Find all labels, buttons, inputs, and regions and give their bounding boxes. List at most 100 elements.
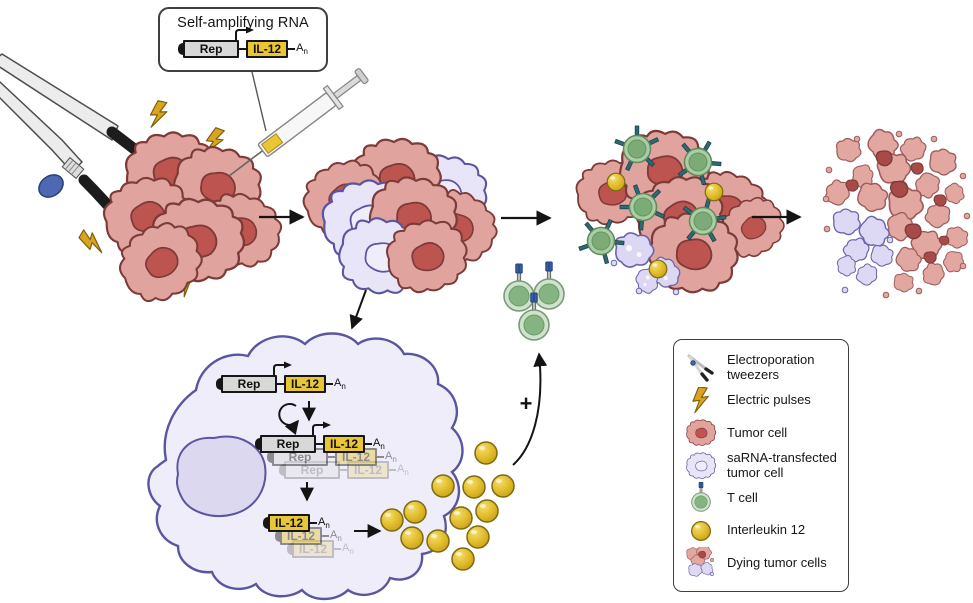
linker — [377, 456, 384, 458]
il12-molecule — [462, 475, 486, 499]
linker — [277, 383, 284, 385]
electric-pulse-icon — [75, 227, 109, 256]
nucleus-fragment — [923, 251, 937, 264]
il12-transcript: IL-12 An — [263, 514, 330, 532]
il12-molecule — [491, 474, 515, 498]
il12-molecule — [704, 182, 724, 202]
electric-pulse-icon — [684, 385, 718, 417]
arrow-zoom-in — [349, 289, 367, 330]
il12-molecule — [648, 259, 668, 279]
polya-label: An — [334, 376, 346, 392]
il12-molecule — [475, 499, 499, 523]
dying-tumor-cells-icon — [684, 547, 718, 579]
il12-molecule — [466, 525, 490, 549]
linker — [334, 548, 341, 550]
sarna-construct: Rep IL-12 An — [178, 26, 308, 58]
linker — [328, 456, 335, 458]
legend-label: saRNA-transfected tumor cell — [727, 449, 837, 480]
cell-debris — [841, 286, 849, 294]
il12-molecule — [431, 474, 455, 498]
cell-debris — [610, 259, 618, 267]
rna-cap-icon — [267, 451, 277, 463]
il12-molecule — [606, 172, 626, 192]
cell-debris — [825, 166, 833, 174]
promoter-arrow-icon — [312, 421, 331, 437]
cell-debris — [886, 236, 894, 244]
transfected-cell-detail — [147, 332, 464, 601]
plus-sign: + — [520, 391, 533, 416]
rna-cap-icon — [287, 543, 297, 555]
electroporation-tweezers-icon — [684, 352, 718, 384]
il12-segment: IL-12 — [284, 375, 326, 393]
linker — [322, 535, 329, 537]
dying-cell-fragment — [614, 232, 655, 268]
cell-debris — [959, 172, 967, 180]
cell-debris — [672, 288, 680, 296]
legend-label: Electroporation tweezers — [727, 352, 815, 382]
nucleus-fragment — [845, 179, 859, 192]
il12-transcript-copy: IL-12 An — [287, 540, 354, 558]
syringe-rna-payload — [260, 132, 284, 155]
nucleus-fragment — [889, 180, 909, 198]
cell-debris — [822, 195, 830, 203]
rep-segment: Rep — [183, 40, 240, 58]
cell-debris — [895, 130, 903, 138]
cell-debris — [853, 135, 861, 143]
cell-nucleus — [176, 435, 267, 517]
nucleus-fragment — [904, 223, 922, 240]
cell-membrane — [147, 332, 464, 601]
legend-label: T cell — [727, 489, 758, 505]
dying-sarna-fragment — [852, 259, 882, 290]
linker — [288, 48, 296, 50]
il12-molecule — [474, 441, 498, 465]
legend-item: Electric pulses — [684, 385, 838, 417]
legend-item: Dying tumor cells — [684, 547, 838, 579]
sarna-construct: Rep IL-12 An — [216, 361, 346, 393]
il12-segment: IL-12 — [268, 514, 310, 532]
il12-molecule — [449, 506, 473, 530]
il12-segment: IL-12 — [246, 40, 289, 58]
tumor-cluster-treated — [96, 127, 292, 315]
polya-label: An — [330, 528, 342, 544]
tweezers-screw — [61, 156, 85, 180]
replication-cycle-arrow — [278, 403, 299, 436]
legend-item: Electroporation tweezers — [684, 352, 838, 384]
il12-molecule — [380, 508, 404, 532]
linker — [310, 522, 317, 524]
dying-tumor-fragment — [927, 146, 960, 178]
rep-segment: Rep — [260, 435, 316, 453]
dying-sarna-fragment — [867, 241, 897, 270]
polya-label: An — [296, 41, 308, 57]
cell-debris — [959, 262, 967, 270]
sarna-construct: Rep IL-12 An — [255, 421, 385, 453]
il12-molecule — [400, 526, 424, 550]
rna-cap-icon — [275, 530, 285, 542]
linker — [365, 443, 372, 445]
il12-segment: IL-12 — [347, 461, 389, 479]
legend-label: Interleukin 12 — [727, 522, 806, 538]
box-title: Self-amplifying RNA — [177, 15, 309, 31]
promoter-arrow-icon — [235, 26, 255, 42]
cell-debris — [963, 212, 971, 220]
polya-label: An — [373, 436, 385, 452]
linker — [326, 383, 333, 385]
legend-box: Electroporation tweezers Electric pulses… — [673, 339, 849, 592]
legend-item: saRNA-transfected tumor cell — [684, 450, 838, 482]
electric-pulse-icon — [148, 99, 169, 130]
interleukin-12-icon — [684, 515, 718, 547]
cell-debris — [915, 287, 923, 295]
polya-label: An — [342, 541, 354, 557]
polya-label: An — [397, 462, 409, 478]
dying-tumor-fragment — [919, 259, 948, 289]
il12-segment: IL-12 — [323, 435, 365, 453]
tweezers-knob — [38, 174, 64, 198]
sarna-transfected-cell-icon — [684, 450, 718, 482]
legend-item: Tumor cell — [684, 417, 838, 449]
arrow-stimulate-tcells — [512, 352, 548, 466]
legend-label: Dying tumor cells — [727, 554, 827, 570]
tumor-cell-icon — [684, 417, 718, 449]
il12-molecule — [451, 547, 475, 571]
t-cell — [503, 263, 535, 312]
